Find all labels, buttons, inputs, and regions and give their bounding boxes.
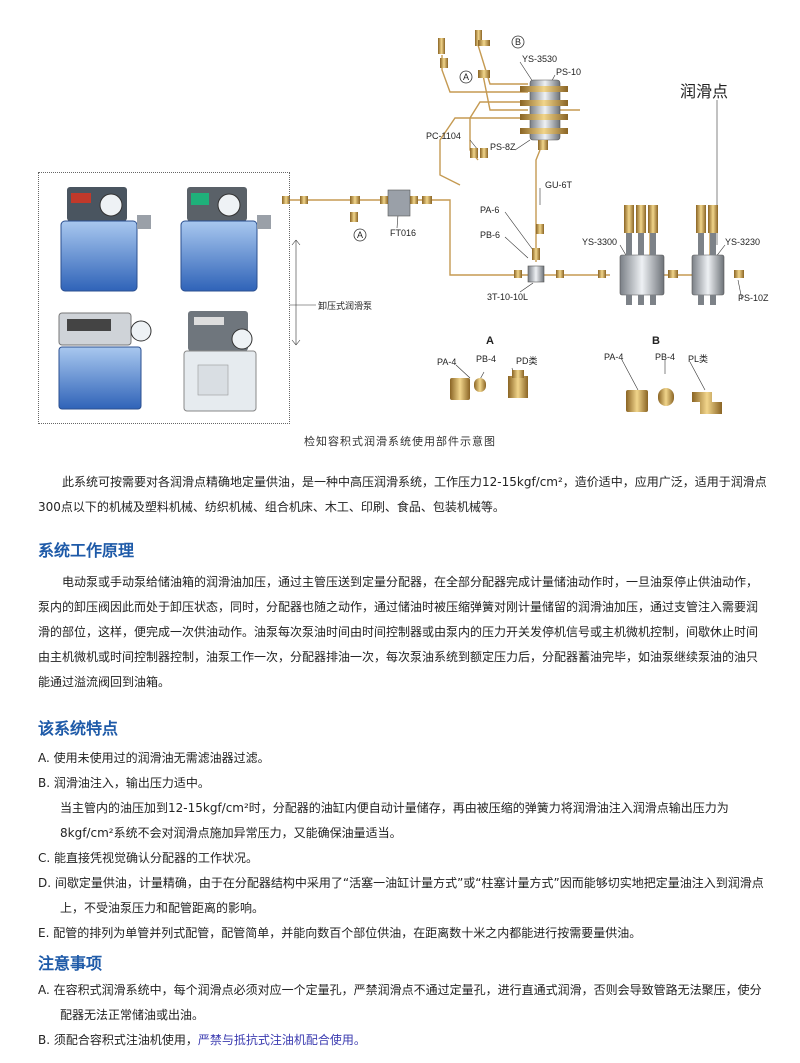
pump-label: 卸压式润滑泵 bbox=[318, 301, 373, 311]
note-item-b-highlight: 严禁与抵抗式注油机配合使用。 bbox=[197, 1033, 366, 1047]
note-item-b: B. 须配合容积式注油机使用，严禁与抵抗式注油机配合使用。 bbox=[38, 1028, 768, 1053]
label-pb6: PB-6 bbox=[480, 230, 501, 240]
label-ps10: PS-10 bbox=[556, 67, 582, 77]
diagram-caption: 检知容积式润滑系统使用部件示意图 bbox=[304, 435, 496, 448]
distributor-ys3230 bbox=[691, 205, 725, 305]
pump-electric-1 bbox=[55, 185, 155, 295]
circle-label-a-2: A bbox=[357, 230, 364, 240]
label-pa6: PA-6 bbox=[480, 205, 500, 215]
label-ft016: FT016 bbox=[390, 228, 417, 238]
label-ys3300: YS-3300 bbox=[582, 237, 618, 247]
pump-electric-3 bbox=[55, 305, 155, 415]
lubrication-point-label: 润滑点 bbox=[680, 82, 729, 101]
leader-lines bbox=[290, 61, 743, 391]
group-a-part-2: PB-4 bbox=[476, 354, 497, 364]
feature-item-d: D. 间歇定量供油，计量精确，由于在分配器结构中采用了“活塞一油缸计量方式”或“… bbox=[38, 876, 764, 915]
pump-electric-2 bbox=[175, 185, 275, 295]
group-b-part-2: PB-4 bbox=[655, 352, 676, 362]
notes-title: 注意事项 bbox=[38, 954, 103, 973]
pump-electric-4 bbox=[178, 305, 278, 415]
group-a-part-3: PD类 bbox=[516, 356, 538, 366]
principle-text: 电动泵或手动泵给储油箱的润滑油加压，通过主管压送到定量分配器，在全部分配器完成计… bbox=[38, 575, 759, 689]
filter-ft016 bbox=[282, 189, 432, 222]
principle-body: 电动泵或手动泵给储油箱的润滑油加压，通过主管压送到定量分配器，在全部分配器完成计… bbox=[38, 570, 768, 695]
feature-item-a: A. 使用未使用过的润滑油无需滤油器过滤。 bbox=[38, 751, 270, 765]
circle-label-b: B bbox=[515, 37, 522, 47]
pipe-lines bbox=[288, 44, 711, 276]
tee-fitting bbox=[514, 224, 744, 283]
features-title: 该系统特点 bbox=[38, 719, 119, 738]
group-a-part-1: PA-4 bbox=[437, 357, 457, 367]
label-ys3230: YS-3230 bbox=[725, 237, 761, 247]
group-b-parts bbox=[626, 388, 722, 414]
pump-group-frame bbox=[38, 172, 290, 424]
group-b-title: B bbox=[652, 335, 660, 347]
diagram-drawing bbox=[282, 30, 744, 414]
feature-item-e: E. 配管的排列为单管并列式配管，配管简单，并能向数百个部位供油，在距离数十米之… bbox=[38, 926, 642, 940]
group-a-title: A bbox=[486, 335, 494, 347]
fittings-top bbox=[438, 30, 490, 158]
notes-list: A. 在容积式润滑系统中，每个润滑点必须对应一个定量孔，严禁润滑点不通过定量孔，… bbox=[38, 978, 768, 1053]
feature-item-b: B. 润滑油注入，输出压力适中。 bbox=[38, 776, 210, 790]
label-ps10z: PS-10Z bbox=[738, 293, 769, 303]
feature-item-b-detail: 当主管内的油压加到12-15kgf/cm²时，分配器的油缸内便自动计量储存，再由… bbox=[60, 801, 729, 840]
group-a-parts bbox=[450, 370, 528, 400]
intro-paragraph: 此系统可按需要对各润滑点精确地定量供油，是一种中高压润滑系统，工作压力12-15… bbox=[38, 470, 768, 520]
system-diagram: 润滑点 YS-3530 PS-10 PC-1104 PS-8Z GU-6T PA… bbox=[0, 0, 800, 455]
label-gu6t: GU-6T bbox=[545, 180, 572, 190]
label-3t-10-10l: 3T-10-10L bbox=[487, 292, 529, 302]
intro-text: 此系统可按需要对各润滑点精确地定量供油，是一种中高压润滑系统，工作压力12-15… bbox=[38, 475, 767, 514]
label-ys3530: YS-3530 bbox=[522, 54, 558, 64]
note-item-a: A. 在容积式润滑系统中，每个润滑点必须对应一个定量孔，严禁润滑点不通过定量孔，… bbox=[38, 983, 762, 1022]
label-pc1104: PC-1104 bbox=[426, 131, 461, 141]
distributor-ys3300 bbox=[619, 205, 665, 305]
principle-title: 系统工作原理 bbox=[38, 541, 135, 560]
features-list: A. 使用未使用过的润滑油无需滤油器过滤。 B. 润滑油注入，输出压力适中。 当… bbox=[38, 746, 768, 946]
circle-label-a-1: A bbox=[463, 72, 470, 82]
group-b-part-1: PA-4 bbox=[604, 352, 624, 362]
note-item-b-text: B. 须配合容积式注油机使用， bbox=[38, 1033, 198, 1047]
label-ps8z: PS-8Z bbox=[490, 142, 516, 152]
circle-markers bbox=[353, 35, 525, 242]
distributor-ys3530 bbox=[520, 79, 568, 150]
feature-item-c: C. 能直接凭视觉确认分配器的工作状况。 bbox=[38, 851, 259, 865]
group-b-part-3: PL类 bbox=[688, 354, 709, 364]
